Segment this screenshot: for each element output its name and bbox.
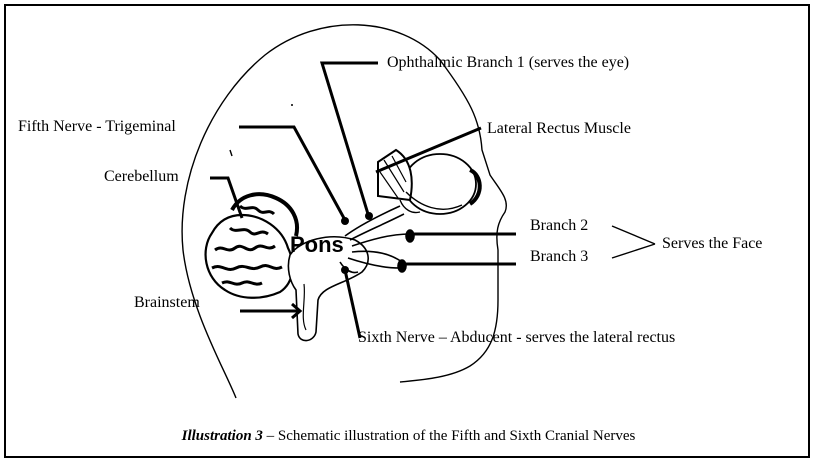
label-branch-2: Branch 2 — [530, 217, 588, 235]
branch-bracket — [612, 226, 655, 258]
label-serves-the-face: Serves the Face — [662, 235, 762, 253]
figure-caption: Illustration 3 – Schematic illustration … — [0, 428, 817, 445]
caption-title: Illustration 3 — [182, 428, 263, 444]
label-fifth-nerve: Fifth Nerve - Trigeminal — [18, 118, 176, 136]
label-sixth-nerve: Sixth Nerve – Abducent - serves the late… — [358, 329, 675, 347]
cerebellum-shape — [206, 194, 297, 298]
tick-mark — [230, 150, 232, 156]
pons-label: Pons — [290, 232, 344, 257]
label-branch-3: Branch 3 — [530, 248, 588, 266]
label-lateral-rectus-muscle: Lateral Rectus Muscle — [487, 120, 631, 138]
label-cerebellum: Cerebellum — [104, 168, 179, 186]
label-ophthalmic-branch-1: Ophthalmic Branch 1 (serves the eye) — [387, 54, 629, 72]
caption-text: – Schematic illustration of the Fifth an… — [263, 428, 635, 444]
dot-mark — [291, 104, 293, 106]
eyeball-shape — [378, 150, 480, 214]
label-brainstem: Brainstem — [134, 294, 200, 312]
